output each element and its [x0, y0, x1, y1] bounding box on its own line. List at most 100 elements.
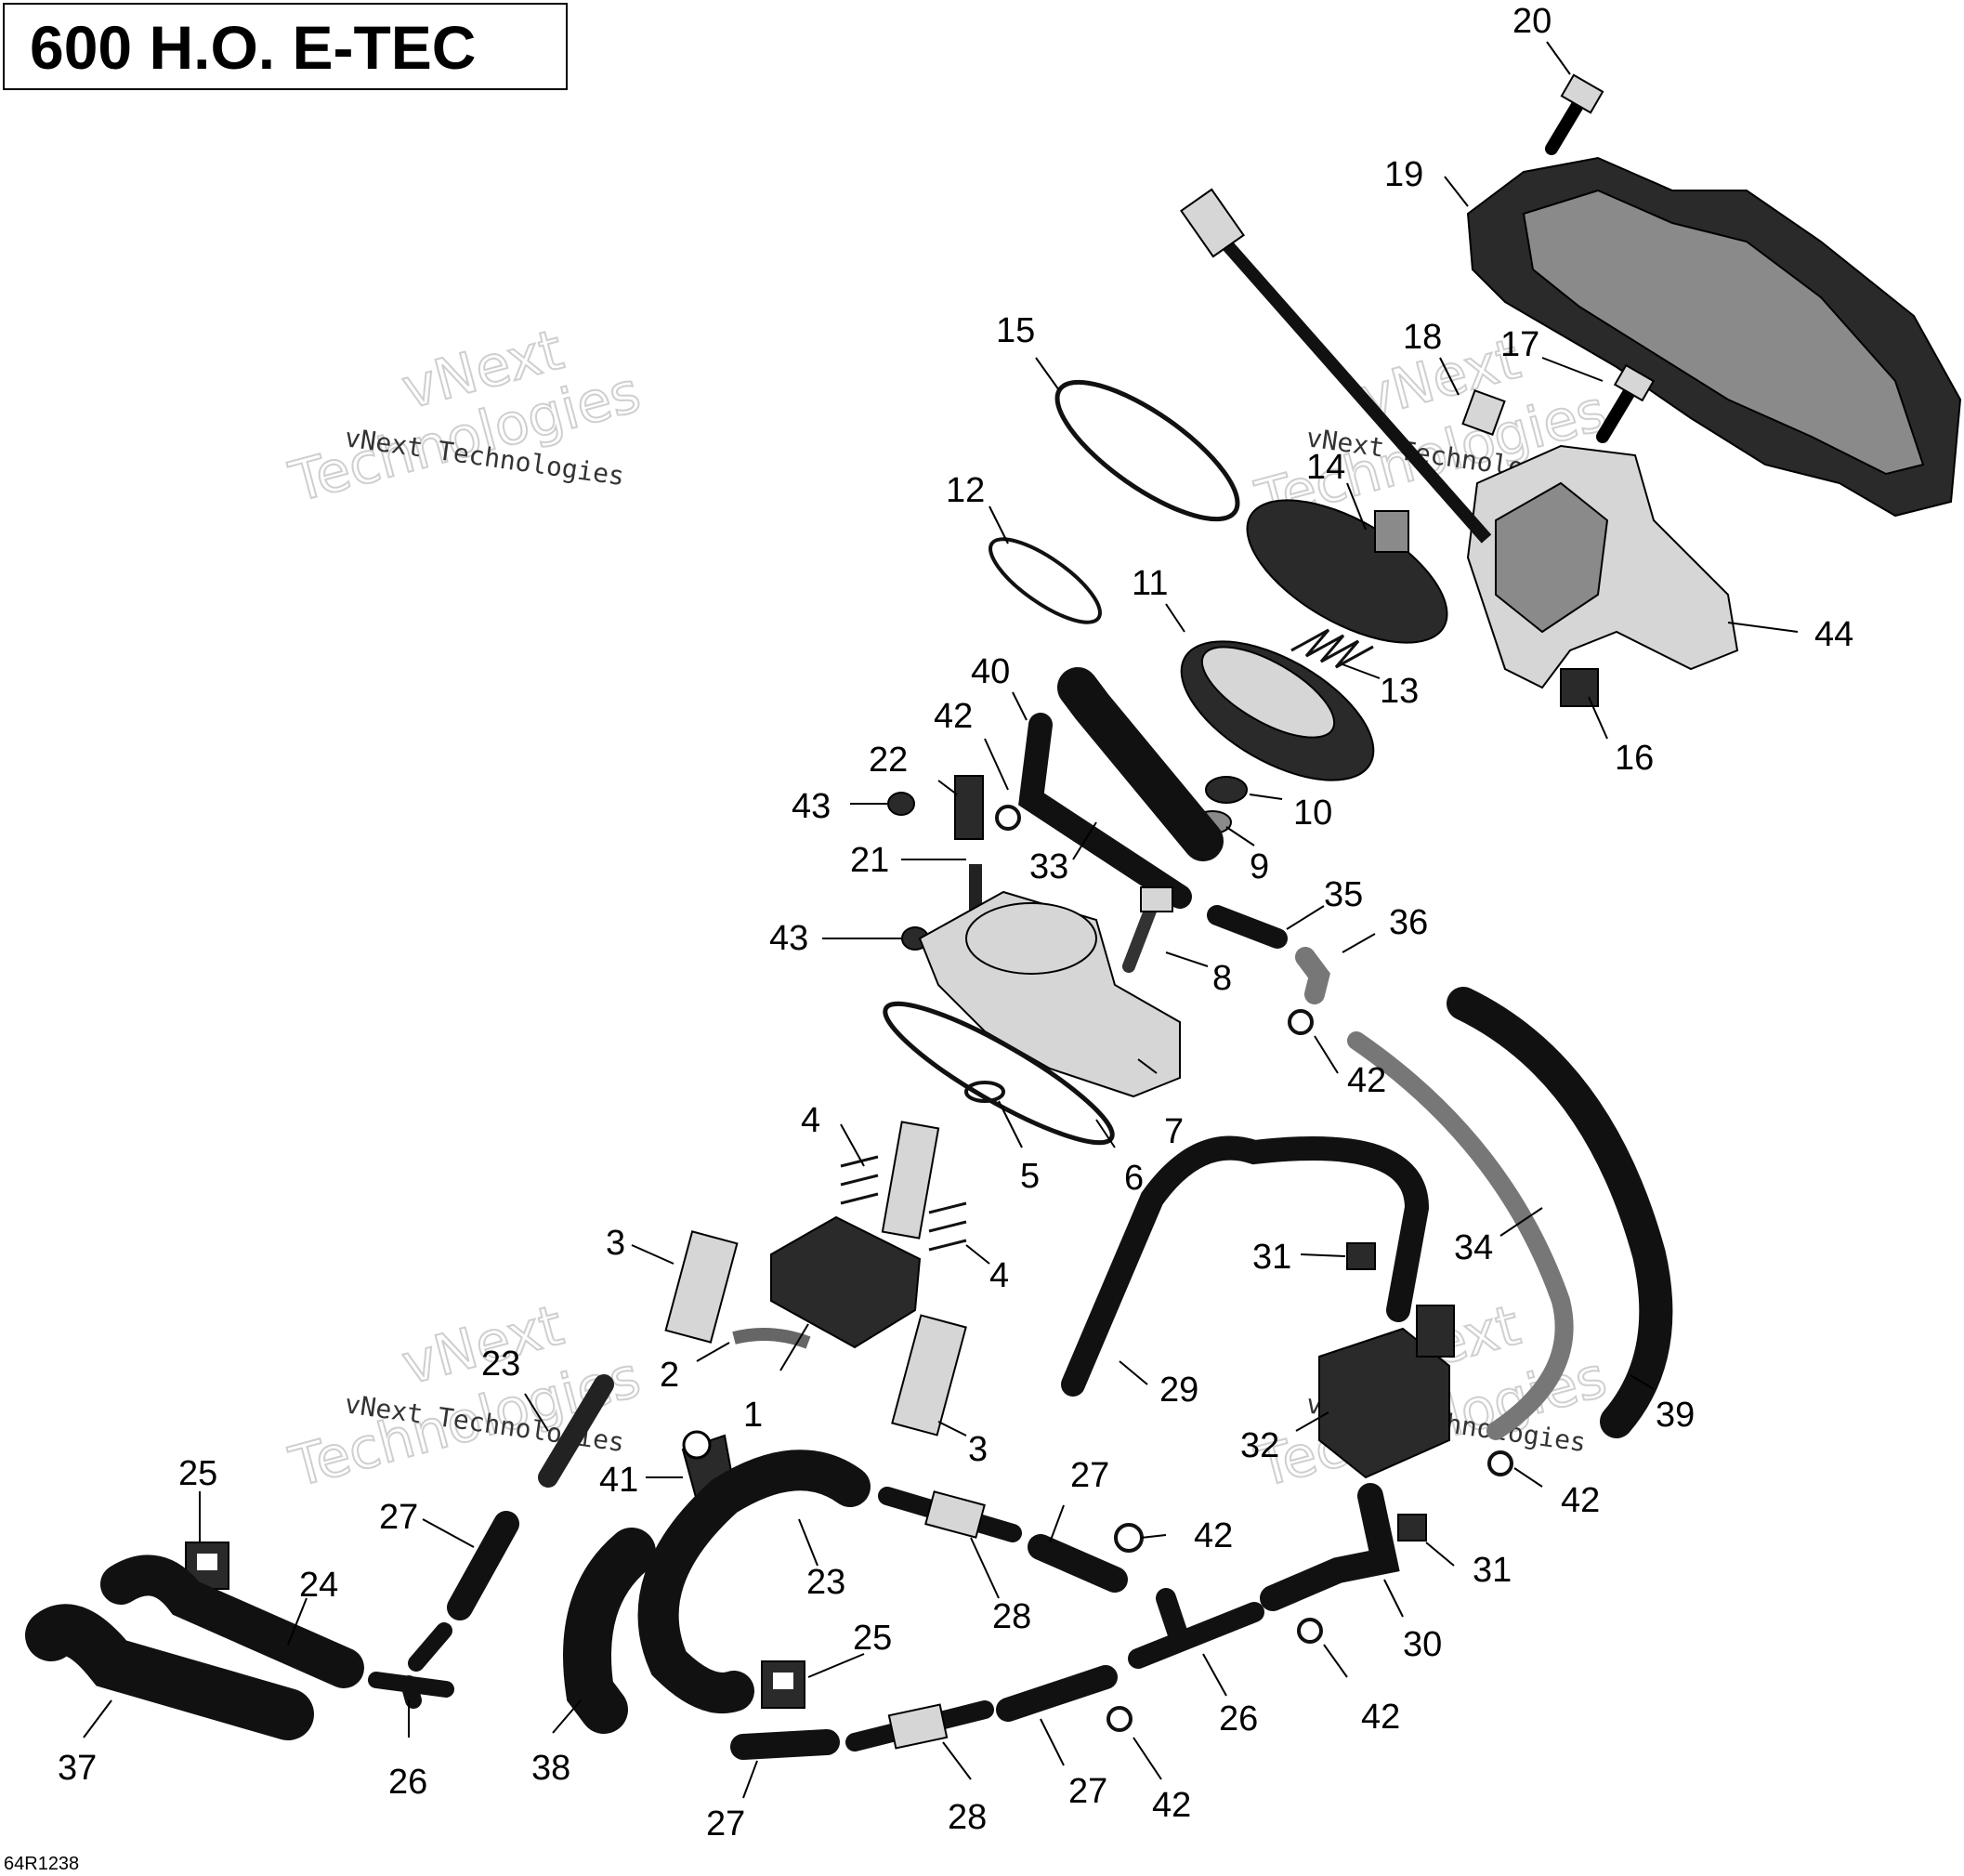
callout-3b: 3 [968, 1430, 988, 1469]
callout-36: 36 [1389, 903, 1428, 942]
part-27-hose-d [730, 1729, 840, 1760]
callout-40: 40 [971, 652, 1010, 691]
callout-31a: 31 [1252, 1238, 1291, 1277]
part-33-hose [1018, 713, 1192, 909]
callout-38: 38 [531, 1749, 570, 1788]
callout-29: 29 [1159, 1371, 1198, 1410]
part-3-cylinder-b [891, 1314, 967, 1437]
callout-13: 13 [1380, 672, 1419, 711]
part-6-gasket [883, 1001, 1115, 1146]
callout-1: 1 [743, 1396, 763, 1435]
part-43-plug-a [887, 792, 915, 816]
callout-5: 5 [1020, 1157, 1040, 1196]
callout-21: 21 [850, 841, 889, 880]
part-26-tee-b [1128, 1588, 1264, 1669]
callout-23b: 23 [806, 1563, 845, 1602]
callout-42e: 42 [1361, 1698, 1400, 1737]
part-22-valve [954, 775, 984, 840]
part-3-cylinder-a [664, 1230, 739, 1344]
callout-32: 32 [1240, 1426, 1279, 1465]
callout-25a: 25 [178, 1454, 217, 1493]
part-38-hose [563, 1528, 656, 1734]
part-20-bolt [1545, 73, 1604, 155]
callout-27a: 27 [379, 1498, 418, 1537]
title-box: 600 H.O. E-TEC [3, 3, 568, 90]
callout-11: 11 [1132, 564, 1168, 603]
part-39-hose [1447, 987, 1673, 1438]
part-18-clip [1461, 389, 1506, 436]
part-37-hose [25, 1604, 314, 1740]
part-29-hose [1061, 1135, 1430, 1397]
part-42-clamp-b [1288, 1009, 1314, 1035]
callout-24: 24 [299, 1566, 338, 1605]
diagram-title: 600 H.O. E-TEC [30, 13, 476, 82]
part-35-hose [1207, 905, 1288, 949]
callout-26b: 26 [388, 1763, 427, 1802]
callout-7: 7 [1164, 1112, 1184, 1151]
callout-37: 37 [58, 1749, 97, 1788]
callouts: 20 19 15 18 17 12 14 11 44 40 13 42 22 1… [58, 2, 1853, 1843]
part-31-cap-b [1397, 1514, 1427, 1541]
part-5-o-ring [964, 1081, 1005, 1103]
part-27-hose-b [1028, 1534, 1128, 1593]
part-28-filter-a [878, 1487, 1022, 1542]
callout-43a: 43 [792, 787, 831, 826]
part-25-clip-b [761, 1660, 805, 1709]
part-44-housing [1466, 444, 1739, 707]
part-32-valve [1318, 1305, 1455, 1479]
callout-33: 33 [1029, 847, 1068, 886]
part-40-hose [1057, 667, 1224, 861]
callout-42a: 42 [934, 697, 973, 736]
callout-26a: 26 [1219, 1699, 1258, 1738]
callout-3a: 3 [606, 1224, 625, 1263]
callout-31b: 31 [1473, 1551, 1512, 1590]
part-4-spring-a [840, 1155, 879, 1205]
callout-20: 20 [1512, 2, 1552, 41]
callout-10: 10 [1293, 794, 1332, 833]
callout-42b: 42 [1347, 1061, 1386, 1100]
part-42-clamp-f [1106, 1706, 1133, 1732]
callout-27b: 27 [1070, 1456, 1109, 1495]
part-31-cap-a [1346, 1242, 1376, 1270]
callout-18: 18 [1403, 318, 1442, 357]
part-17-bolt [1596, 363, 1656, 443]
part-13-spring [1290, 628, 1374, 669]
callout-23a: 23 [481, 1345, 520, 1384]
callout-17: 17 [1500, 325, 1539, 364]
part-4-spring-b [928, 1201, 967, 1252]
part-42-clamp-d [1114, 1523, 1144, 1553]
part-2-clip [732, 1328, 811, 1349]
callout-30: 30 [1403, 1625, 1442, 1664]
part-42-clamp-a [995, 805, 1021, 831]
callout-28a: 28 [992, 1597, 1031, 1636]
watermark-1: vNext Technologies vNext Technologies [282, 317, 648, 517]
callout-27d: 27 [706, 1804, 745, 1843]
part-19-cover [1466, 156, 1962, 518]
part-10-nut [1205, 776, 1248, 804]
callout-16: 16 [1615, 739, 1654, 778]
callout-9: 9 [1250, 847, 1269, 886]
callout-35: 35 [1324, 875, 1363, 914]
callout-41: 41 [599, 1461, 638, 1500]
callout-27c: 27 [1068, 1772, 1107, 1811]
callout-42c: 42 [1561, 1481, 1600, 1520]
part-1-solenoid [770, 1121, 940, 1349]
part-14-diaphragm [1246, 499, 1448, 644]
part-42-clamp-c [1487, 1450, 1513, 1476]
part-42-clamp-e [1297, 1618, 1323, 1644]
leader-lines [83, 41, 1799, 1799]
part-24-hose [100, 1555, 364, 1688]
part-7-pump-body [918, 890, 1181, 1098]
callout-4b: 4 [989, 1256, 1009, 1295]
diagram-code: 64R1238 [4, 1854, 79, 1874]
part-27-hose-c [996, 1665, 1118, 1722]
part-34-hose [1347, 1031, 1574, 1440]
callout-22: 22 [869, 741, 908, 780]
part-23-hose [637, 1450, 871, 1713]
part-30-hose [1260, 1483, 1400, 1611]
callout-34: 34 [1454, 1228, 1493, 1267]
callout-12: 12 [946, 471, 985, 510]
part-15-o-ring [1054, 379, 1240, 522]
callout-4a: 4 [801, 1101, 820, 1140]
